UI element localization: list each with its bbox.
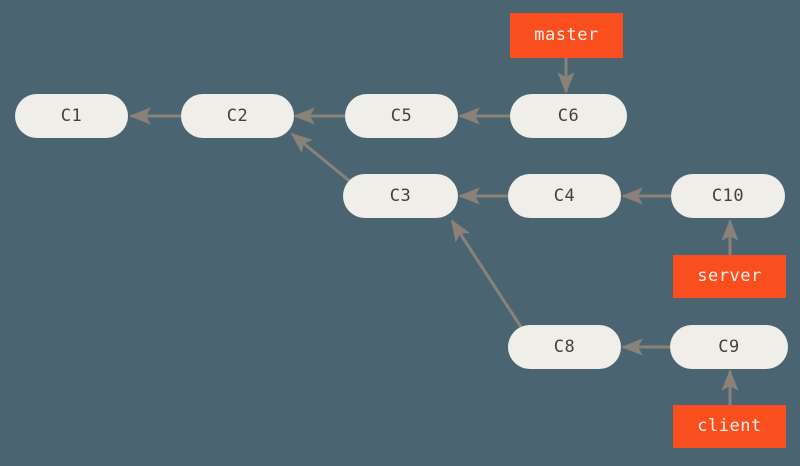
commit-node-c5[interactable]: C5	[345, 94, 458, 138]
edge-c3-to-c2	[290, 132, 353, 185]
commit-node-c8[interactable]: C8	[508, 325, 621, 369]
commit-node-c9[interactable]: C9	[670, 325, 788, 369]
commit-node-c4[interactable]: C4	[508, 174, 621, 218]
commit-label-c8: C8	[553, 336, 576, 357]
commit-node-c3[interactable]: C3	[343, 174, 458, 218]
branch-label-client[interactable]: client	[673, 405, 786, 448]
branch-label-text-master: master	[534, 25, 599, 45]
commit-node-c6[interactable]: C6	[510, 94, 627, 138]
branch-label-text-server: server	[697, 266, 762, 286]
branch-label-text-client: client	[697, 416, 762, 436]
commit-label-c2: C2	[226, 105, 249, 126]
commit-label-c1: C1	[60, 105, 83, 126]
commit-node-c1[interactable]: C1	[15, 94, 128, 138]
commit-label-c6: C6	[557, 105, 580, 126]
commit-label-c4: C4	[553, 185, 576, 206]
commit-label-c9: C9	[718, 336, 740, 357]
commit-label-c3: C3	[389, 185, 412, 206]
edge-c8-to-c3	[450, 219, 523, 328]
commit-node-c10[interactable]: C10	[671, 174, 785, 218]
commit-label-c5: C5	[390, 105, 413, 126]
commit-node-c2[interactable]: C2	[181, 94, 294, 138]
commit-label-c10: C10	[711, 185, 745, 206]
branch-label-server[interactable]: server	[673, 255, 786, 298]
branch-label-master[interactable]: master	[510, 13, 623, 58]
